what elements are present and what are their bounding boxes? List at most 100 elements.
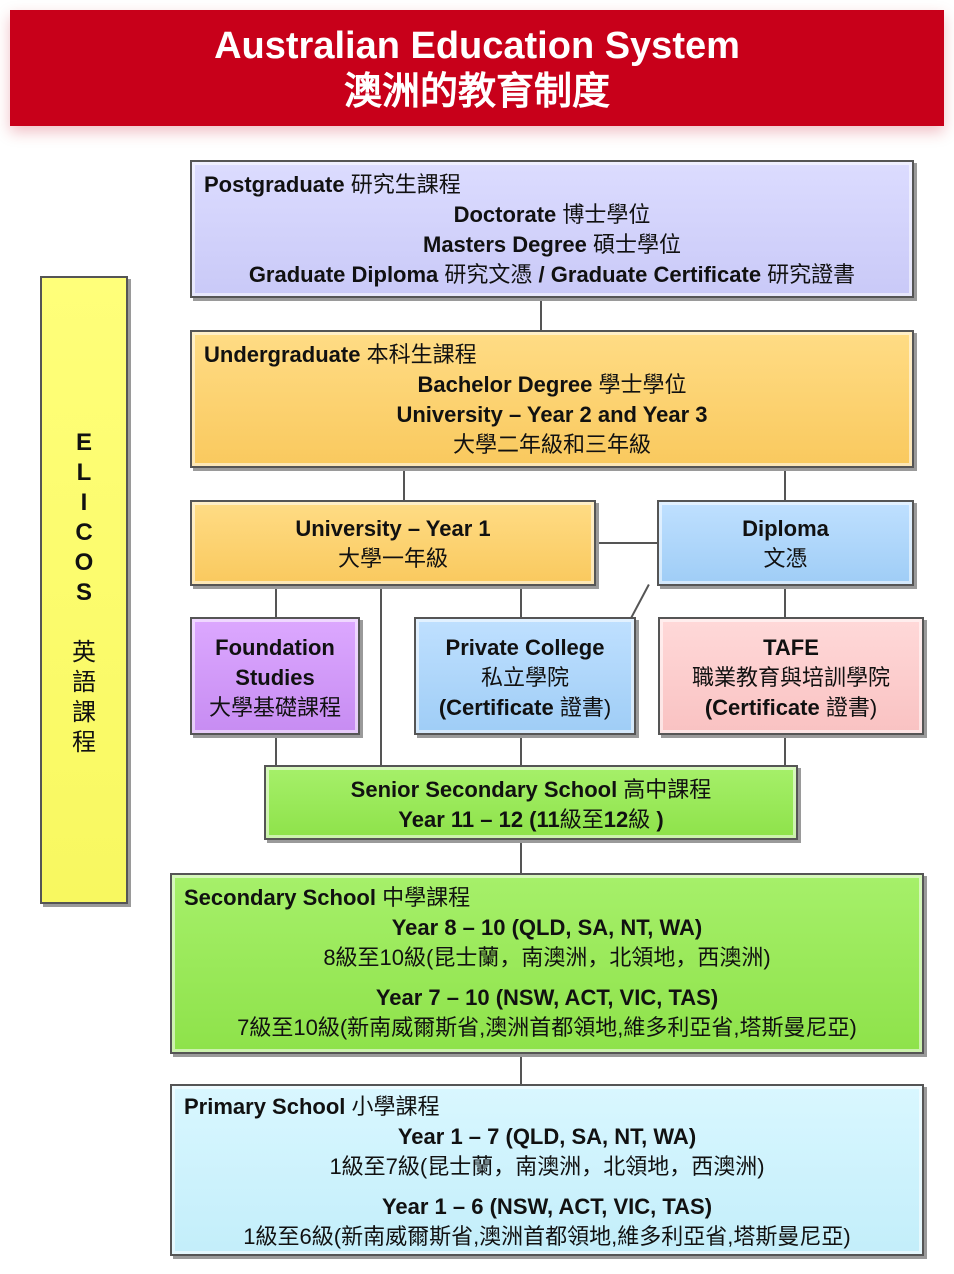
secondary-heading-en: Secondary School <box>184 885 376 910</box>
secondary-heading: Secondary School 中學課程 <box>172 875 922 913</box>
masters-line: Masters Degree 碩士學位 <box>192 230 912 260</box>
elicos-letter: E <box>75 429 92 456</box>
elicos-char: 程 <box>72 729 96 756</box>
graduate-slash: / <box>538 262 551 287</box>
postgraduate-heading-en: Postgraduate <box>204 172 345 197</box>
university-year1-zh: 大學一年級 <box>337 546 448 571</box>
university-year1-box: University – Year 1 大學一年級 <box>190 500 596 586</box>
elicos-letter: C <box>75 519 93 546</box>
title-chinese: 澳洲的教育制度 <box>343 71 610 113</box>
senior-years-zh2: 級 <box>628 807 657 832</box>
foundation-box: Foundation Studies 大學基礎課程 <box>190 617 360 735</box>
private-college-box: Private College 私立學院 (Certificate 證書) <box>414 617 636 735</box>
primary-school-box: Primary School 小學課程 Year 1 – 7 (QLD, SA,… <box>170 1084 924 1256</box>
university-years-zh: 大學二年級和三年級 <box>452 432 651 457</box>
private-college-cert: (Certificate 證書) <box>416 693 634 723</box>
connector-under-uni1 <box>403 468 405 500</box>
connector-foundation-senior <box>275 735 277 765</box>
undergraduate-box: Undergraduate 本科生課程 Bachelor Degree 學士學位… <box>190 330 914 468</box>
senior-years-zh1: 級至 <box>559 807 604 832</box>
foundation-en1: Foundation <box>215 635 335 660</box>
secondary-line3: Year 7 – 10 (NSW, ACT, VIC, TAS) <box>375 985 719 1010</box>
doctorate-zh: 博士學位 <box>556 202 651 227</box>
senior-years-en: Year 11 – 12 (11 <box>398 807 560 832</box>
senior-secondary-years: Year 11 – 12 (11級至12級 ) <box>266 805 796 835</box>
senior-years-num: 12 <box>603 807 629 832</box>
primary-heading: Primary School 小學課程 <box>172 1086 922 1122</box>
connector-uni1-private <box>520 586 522 617</box>
elicos-chinese: 英 語 課 程 <box>42 638 126 758</box>
private-college-en: Private College <box>445 635 605 660</box>
tafe-cert: (Certificate 證書) <box>660 693 922 723</box>
elicos-char: 語 <box>72 669 96 696</box>
connector-uni1-senior <box>380 586 382 765</box>
elicos-letters: E L I C O S <box>42 428 126 608</box>
graduate-line: Graduate Diploma 研究文憑 / Graduate Certifi… <box>192 260 912 290</box>
senior-secondary-en: Senior Secondary School <box>350 777 618 802</box>
elicos-letter: I <box>80 489 88 516</box>
masters-en: Masters Degree <box>423 232 587 257</box>
university-year1-en: University – Year 1 <box>295 516 491 541</box>
connector-secondary-primary <box>520 1054 522 1084</box>
foundation-zh: 大學基礎課程 <box>208 695 341 720</box>
masters-zh: 碩士學位 <box>586 232 681 257</box>
undergraduate-heading-en: Undergraduate <box>204 342 361 367</box>
undergraduate-heading-zh: 本科生課程 <box>360 342 477 367</box>
undergraduate-heading: Undergraduate 本科生課程 <box>192 332 912 370</box>
title-english: Australian Education System <box>214 25 740 67</box>
secondary-line2: 8級至10級(昆士蘭，南澳洲，北領地，西澳洲) <box>323 945 771 970</box>
secondary-school-box: Secondary School 中學課程 Year 8 – 10 (QLD, … <box>170 873 924 1054</box>
elicos-char: 英 <box>72 639 96 666</box>
primary-line1: Year 1 – 7 (QLD, SA, NT, WA) <box>397 1124 697 1149</box>
primary-line4: 1級至6級(新南威爾斯省,澳洲首都領地,維多利亞省,塔斯曼尼亞) <box>243 1224 851 1249</box>
doctorate-line: Doctorate 博士學位 <box>192 200 912 230</box>
diploma-zh: 文憑 <box>763 546 808 571</box>
university-years-line: University – Year 2 and Year 3 <box>396 402 708 427</box>
senior-years-close: ) <box>656 807 664 832</box>
connector-senior-secondary <box>520 840 522 873</box>
primary-line2: 1級至7級(昆士蘭，南澳洲，北領地，西澳洲) <box>329 1154 765 1179</box>
tafe-box: TAFE 職業教育與培訓學院 (Certificate 證書) <box>658 617 924 735</box>
tafe-cert-en: (Certificate <box>704 695 820 720</box>
tafe-en: TAFE <box>763 635 819 660</box>
senior-secondary-box: Senior Secondary School 高中課程 Year 11 – 1… <box>264 765 798 840</box>
title-banner: Australian Education System 澳洲的教育制度 <box>10 10 944 126</box>
connector-uni1-diploma <box>596 542 658 544</box>
tafe-zh: 職業教育與培訓學院 <box>691 665 890 690</box>
elicos-letter: L <box>76 459 92 486</box>
elicos-box: E L I C O S 英 語 課 程 <box>40 276 128 904</box>
private-cert-en: (Certificate <box>438 695 554 720</box>
private-cert-zh: 證書 <box>553 695 604 720</box>
bachelor-zh: 學士學位 <box>592 372 687 397</box>
postgraduate-box: Postgraduate 研究生課程 Doctorate 博士學位 Master… <box>190 160 914 298</box>
graddip-en: Graduate Diploma <box>248 262 439 287</box>
primary-heading-en: Primary School <box>184 1094 346 1119</box>
foundation-en2: Studies <box>235 665 315 690</box>
secondary-line4: 7級至10級(新南威爾斯省,澳洲首都領地,維多利亞省,塔斯曼尼亞) <box>237 1015 857 1040</box>
private-college-zh: 私立學院 <box>480 665 569 690</box>
secondary-heading-zh: 中學課程 <box>375 885 471 910</box>
bachelor-line: Bachelor Degree 學士學位 <box>192 370 912 400</box>
connector-under-diploma <box>784 468 786 500</box>
private-cert-close: ) <box>603 695 612 720</box>
bachelor-en: Bachelor Degree <box>417 372 593 397</box>
elicos-char: 課 <box>72 699 96 726</box>
gradcert-en: Graduate Certificate <box>550 262 762 287</box>
postgraduate-heading-zh: 研究生課程 <box>344 172 461 197</box>
elicos-letter: O <box>74 549 94 576</box>
primary-line3: Year 1 – 6 (NSW, ACT, VIC, TAS) <box>381 1194 713 1219</box>
graddip-zh: 研究文憑 <box>438 262 539 287</box>
gradcert-zh: 研究證書 <box>761 262 856 287</box>
senior-secondary-zh: 高中課程 <box>617 777 712 802</box>
tafe-cert-zh: 證書 <box>819 695 870 720</box>
connector-private-senior <box>520 735 522 765</box>
connector-diploma-tafe <box>784 586 786 617</box>
senior-secondary-title: Senior Secondary School 高中課程 <box>266 775 796 805</box>
postgraduate-heading: Postgraduate 研究生課程 <box>192 162 912 200</box>
doctorate-en: Doctorate <box>453 202 557 227</box>
secondary-line1: Year 8 – 10 (QLD, SA, NT, WA) <box>391 915 703 940</box>
tafe-cert-close: ) <box>869 695 878 720</box>
primary-heading-zh: 小學課程 <box>345 1094 440 1119</box>
connector-tafe-senior <box>784 735 786 765</box>
connector-post-under <box>540 298 542 330</box>
